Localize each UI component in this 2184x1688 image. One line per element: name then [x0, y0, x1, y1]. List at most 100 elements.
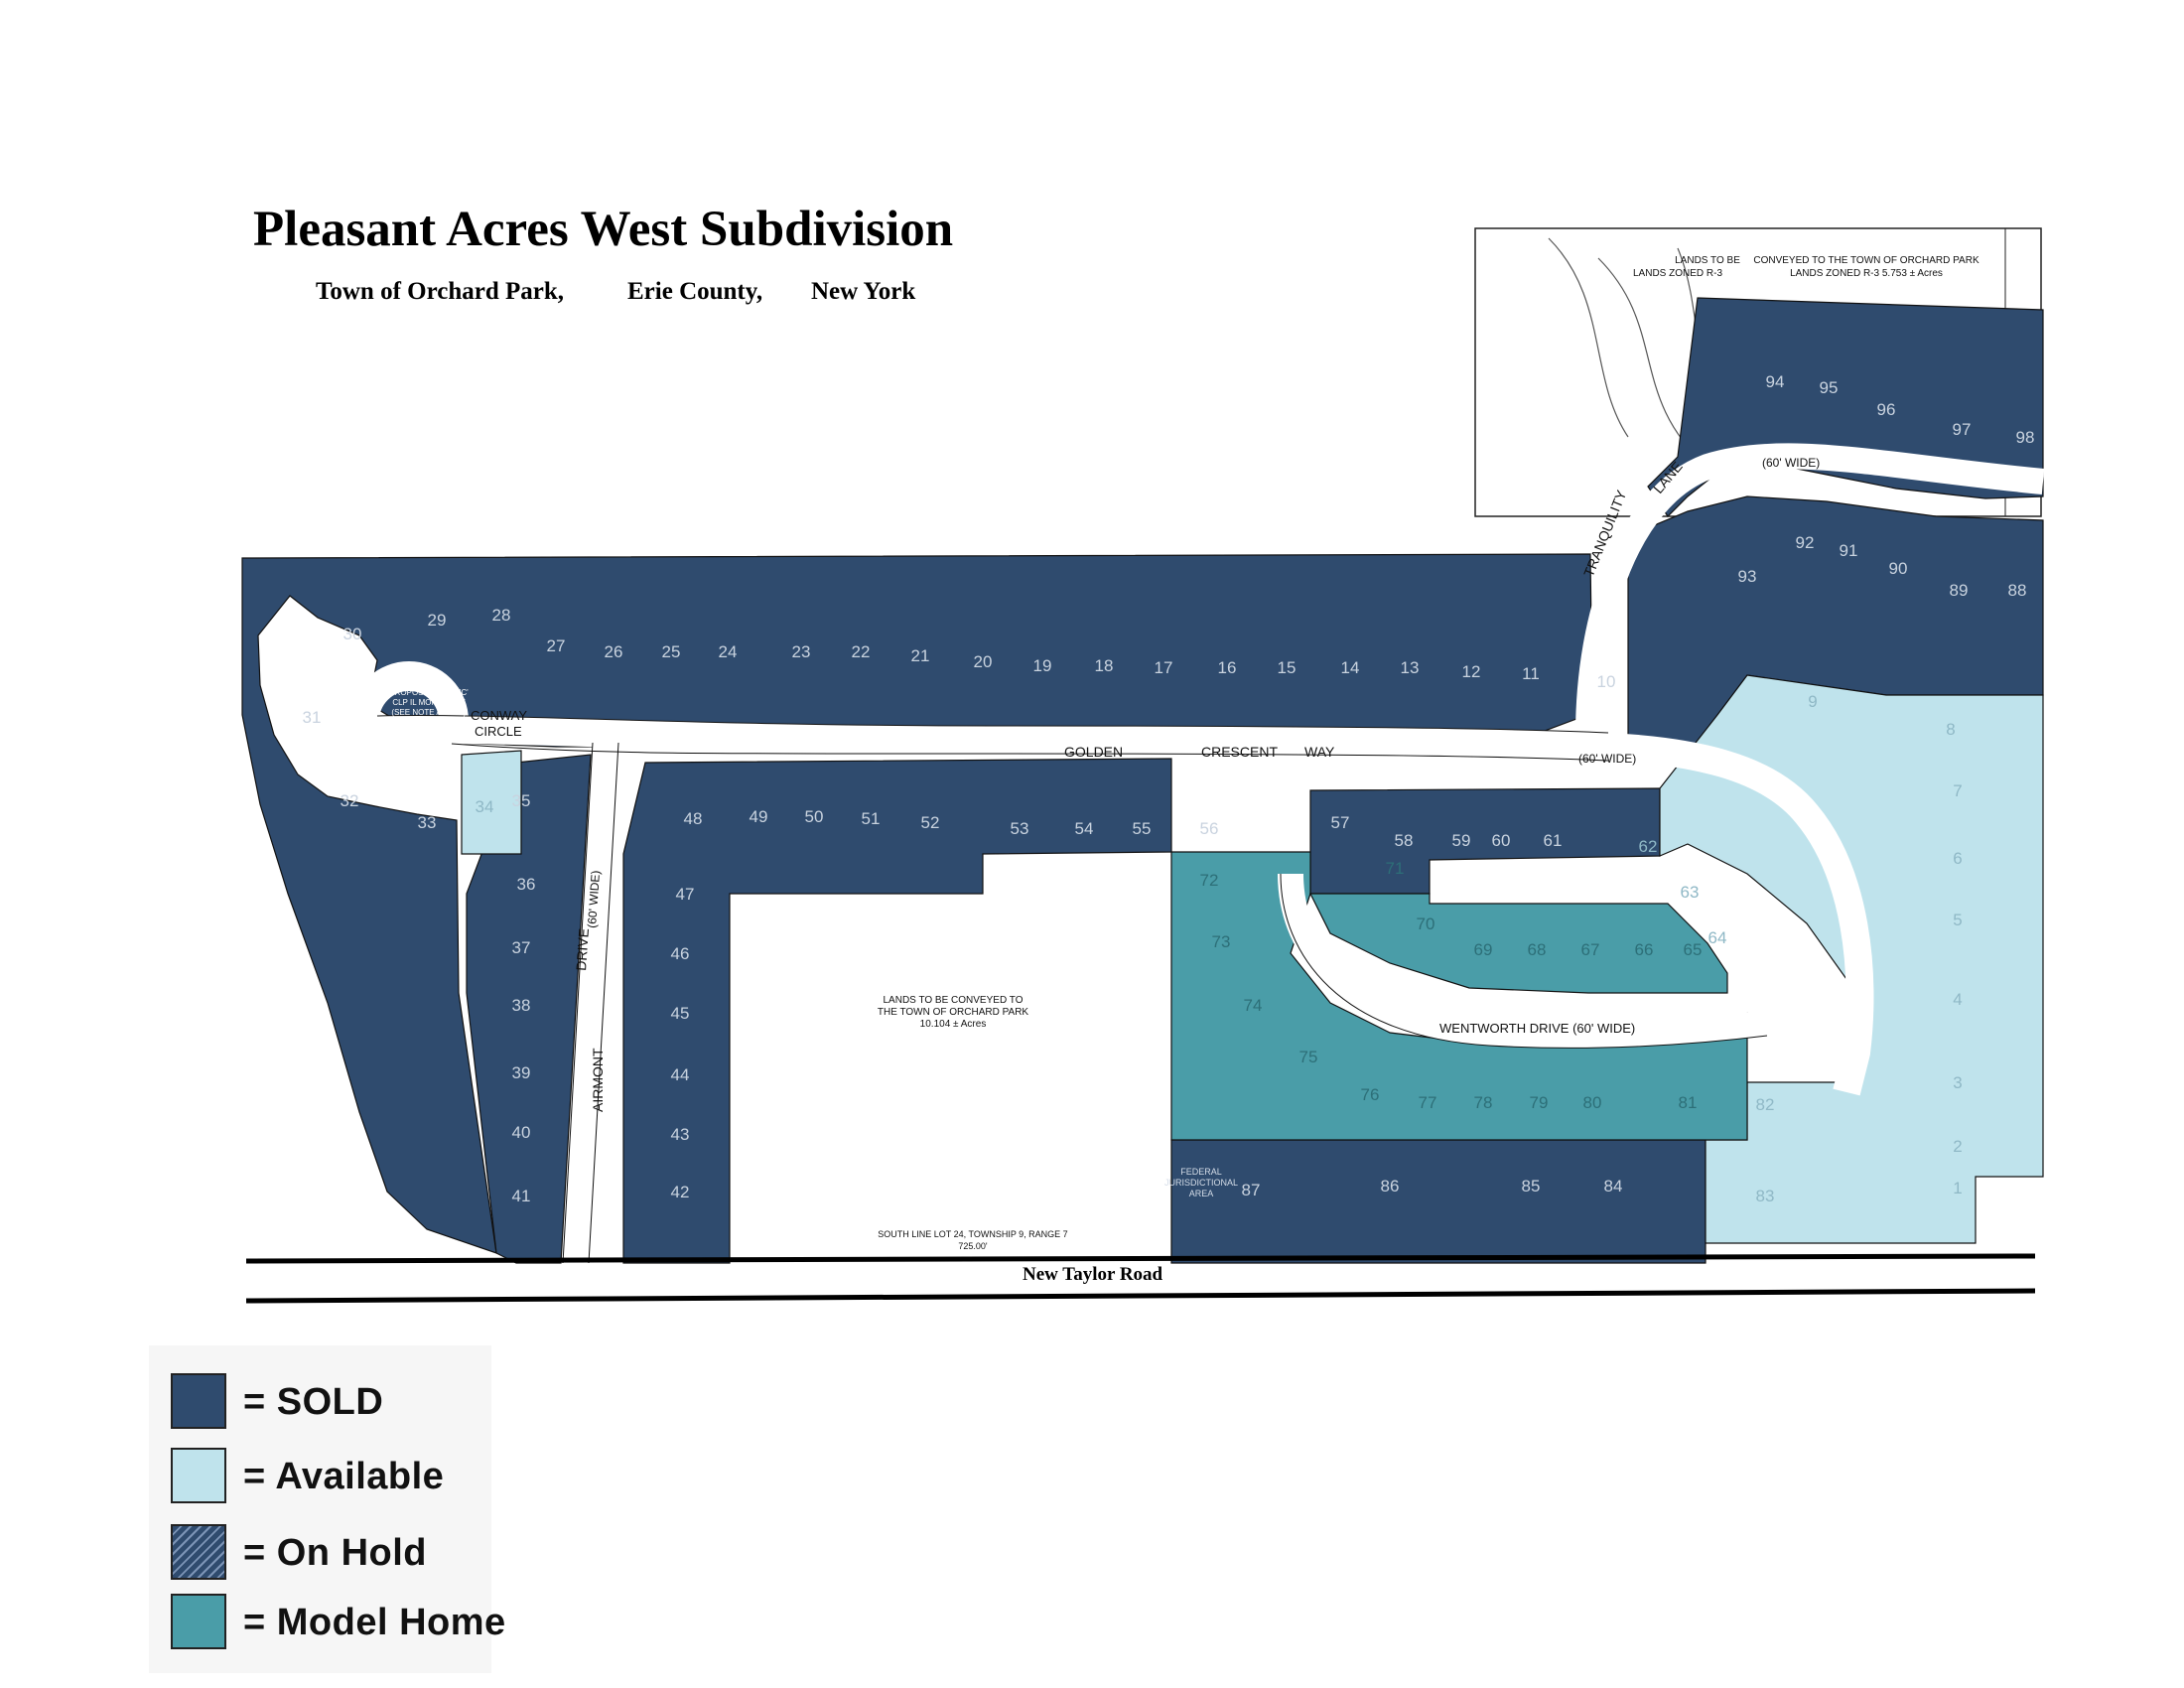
lot-label: 59	[1452, 831, 1471, 850]
lot-label: 47	[676, 885, 695, 904]
lands-top-right-note: CONVEYED TO THE TOWN OF ORCHARD PARK	[1753, 255, 1979, 266]
lot-label: 65	[1684, 940, 1703, 959]
lot-label: 60	[1492, 831, 1511, 850]
lands-top-note: LANDS ZONED R-3	[1633, 268, 1722, 279]
lot-label: 6	[1953, 849, 1962, 868]
golden-crescent-way	[376, 715, 1874, 1096]
lot-label: 41	[512, 1187, 531, 1205]
federal-note: AREA	[1189, 1189, 1214, 1198]
lot-label: 57	[1331, 813, 1350, 832]
map-notes: LANDS TO BE CONVEYED TO THE TOWN OF ORCH…	[389, 255, 1979, 1251]
road-edges	[376, 715, 1768, 1264]
lot-label: 10	[1597, 672, 1616, 691]
lot-label: 96	[1877, 400, 1896, 419]
sold-block-lots-57-61	[1309, 787, 1661, 895]
lot-label: 79	[1530, 1093, 1549, 1112]
lands-top-right-note: LANDS ZONED R-3 5.753 ± Acres	[1790, 268, 1943, 279]
subtitle-town: Town of Orchard Park,	[316, 278, 565, 305]
lot-label: 15	[1278, 658, 1297, 677]
on-hold-swatch	[171, 1524, 226, 1580]
available-swatch	[171, 1448, 226, 1503]
new-taylor-road-label: New Taylor Road	[1023, 1264, 1163, 1285]
conway-circle	[349, 661, 469, 780]
tranquility-lane	[1575, 443, 2045, 736]
airmont-label: AIRMONT	[590, 1048, 606, 1112]
lot-label: 27	[547, 636, 566, 655]
lot-label: 5	[1953, 911, 1962, 929]
lot-label: 87	[1242, 1181, 1261, 1199]
lot-label: 11	[1522, 664, 1540, 683]
lot-label: 14	[1341, 658, 1360, 677]
model-home-lots-65-71	[1309, 893, 1728, 994]
lot-label: 62	[1639, 837, 1658, 856]
model-home-swatch	[171, 1594, 226, 1649]
lot-label: 55	[1133, 819, 1152, 838]
lot-label: 30	[343, 625, 362, 643]
lot-label: 82	[1756, 1095, 1775, 1114]
lot-label: 20	[974, 652, 993, 671]
lot-label: 69	[1474, 940, 1493, 959]
legend-label-available: = Available	[243, 1456, 445, 1497]
lot-label: 34	[476, 797, 494, 816]
lot-label: 19	[1033, 656, 1052, 675]
lot-label: 36	[517, 875, 536, 894]
golden-label: GOLDEN	[1064, 744, 1123, 760]
lot-label: 76	[1361, 1085, 1380, 1104]
lot-label: 91	[1840, 541, 1858, 560]
proposed-note: PROPOSED TYPE 'C'	[389, 688, 469, 697]
legend-label-sold: = SOLD	[243, 1381, 384, 1423]
lot-label: 84	[1604, 1177, 1623, 1196]
lot-label: 25	[662, 642, 681, 661]
lot-label: 2	[1953, 1137, 1962, 1156]
proposed-note: CLP IL MONUMENT	[392, 698, 465, 707]
lands-center-note: LANDS TO BE CONVEYED TO	[884, 995, 1024, 1006]
lot-label: 9	[1808, 692, 1817, 711]
lot-label: 94	[1766, 372, 1785, 391]
federal-note: FEDERAL	[1180, 1167, 1222, 1177]
drive-label: DRIVE	[573, 927, 592, 971]
lot-label: 53	[1011, 819, 1029, 838]
proposed-note: (SEE NOTE ABOVE)	[391, 708, 466, 717]
lot-label: 46	[671, 944, 690, 963]
lot-label: 63	[1681, 883, 1700, 902]
lot-label: 85	[1522, 1177, 1541, 1196]
lot-label: 97	[1953, 420, 1972, 439]
lot-label: 3	[1953, 1073, 1962, 1092]
sold-swatch	[171, 1373, 226, 1429]
subtitle-state: New York	[811, 278, 916, 305]
lot-label: 24	[719, 642, 738, 661]
lot-label: 78	[1474, 1093, 1493, 1112]
subtitle-county: Erie County,	[627, 278, 763, 305]
lot-label: 8	[1946, 720, 1955, 739]
new-taylor-road-top-line	[245, 1253, 2036, 1264]
sold-block-lots-84-87	[1170, 1139, 1706, 1264]
lot-label: 72	[1200, 871, 1219, 890]
lot-label: 52	[921, 813, 940, 832]
lot-label: 13	[1401, 658, 1420, 677]
lot-label: 64	[1708, 928, 1727, 947]
lot-label: 88	[2008, 581, 2027, 600]
airmont-drive	[563, 742, 618, 1264]
lot-label: 7	[1953, 781, 1962, 800]
wentworth-label: WENTWORTH DRIVE (60' WIDE)	[1439, 1021, 1635, 1036]
lot-label: 28	[492, 606, 511, 625]
new-taylor-road-bottom-line	[245, 1288, 2036, 1304]
lot-label: 17	[1155, 658, 1173, 677]
lot-label: 32	[341, 791, 359, 810]
lot-label: 70	[1417, 914, 1435, 933]
lot-label: 1	[1953, 1179, 1962, 1197]
lot-label: 67	[1581, 940, 1600, 959]
sold-block-lots-42-55	[622, 758, 1172, 1264]
lot-label: 49	[750, 807, 768, 826]
lot-label: 42	[671, 1183, 690, 1201]
federal-note: JURISDICTIONAL	[1164, 1178, 1238, 1188]
lot-label: 61	[1544, 831, 1563, 850]
way-label: WAY	[1304, 744, 1335, 760]
lot-label: 81	[1679, 1093, 1698, 1112]
lot-label: 50	[805, 807, 824, 826]
south-line-note: SOUTH LINE LOT 24, TOWNSHIP 9, RANGE 7	[878, 1229, 1067, 1239]
lot-label: 51	[862, 809, 881, 828]
lot-label: 21	[911, 646, 930, 665]
